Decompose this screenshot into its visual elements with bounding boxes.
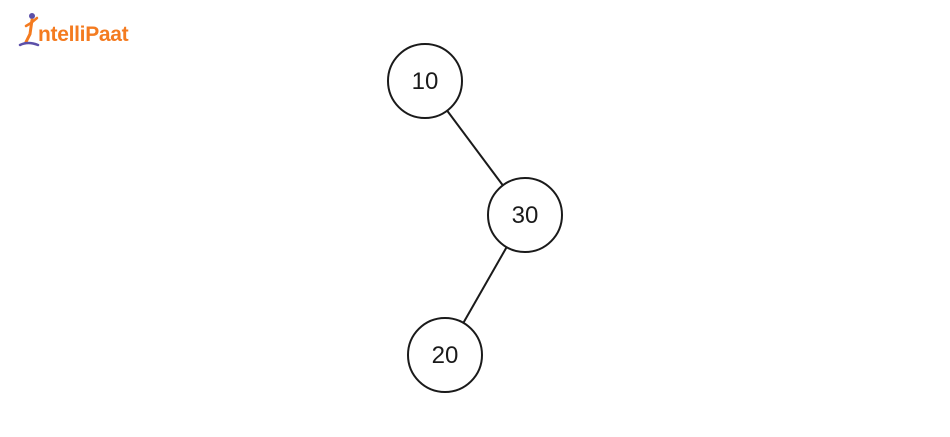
node-label: 10 [412, 68, 439, 95]
tree-node: 30 [487, 177, 563, 253]
intellipaat-logo: ntelliPaat [18, 12, 129, 48]
node-label: 20 [432, 342, 459, 369]
tree-node: 20 [407, 317, 483, 393]
person-jumping-icon [18, 13, 40, 47]
node-label: 30 [512, 202, 539, 229]
tree-node: 10 [387, 43, 463, 119]
node-circle [487, 177, 563, 253]
node-circle [387, 43, 463, 119]
node-circle [407, 317, 483, 393]
tree-edge [462, 246, 508, 324]
tree-edge [446, 110, 504, 186]
logo-text: ntelliPaat [38, 23, 129, 46]
